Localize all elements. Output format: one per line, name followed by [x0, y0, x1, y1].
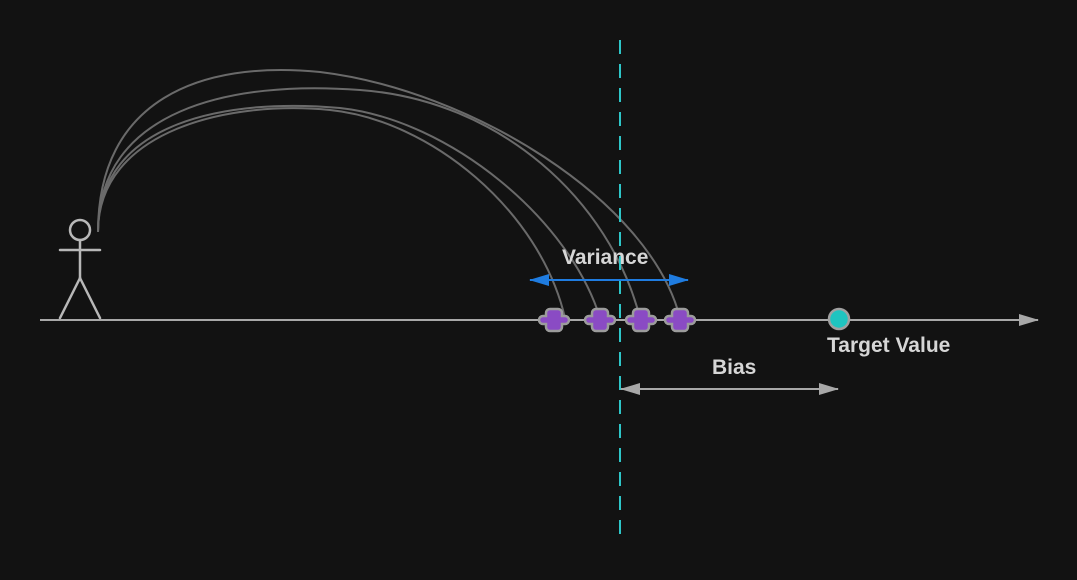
shot-marker-icon — [583, 307, 617, 333]
target-marker-icon — [827, 307, 851, 331]
trajectories — [97, 69, 681, 319]
target-value-label: Target Value — [827, 334, 951, 357]
shot-marker-icon — [537, 307, 571, 333]
shot-markers — [537, 307, 697, 333]
shot-marker-icon — [663, 307, 697, 333]
bias-label: Bias — [712, 356, 757, 379]
trajectory-3 — [97, 87, 641, 319]
trajectory-4 — [97, 69, 681, 319]
trajectory-2 — [97, 104, 601, 319]
variance-label: Variance — [562, 246, 649, 269]
stick-figure-icon — [58, 218, 102, 320]
shot-marker-icon — [624, 307, 658, 333]
trajectory-1 — [97, 107, 566, 319]
